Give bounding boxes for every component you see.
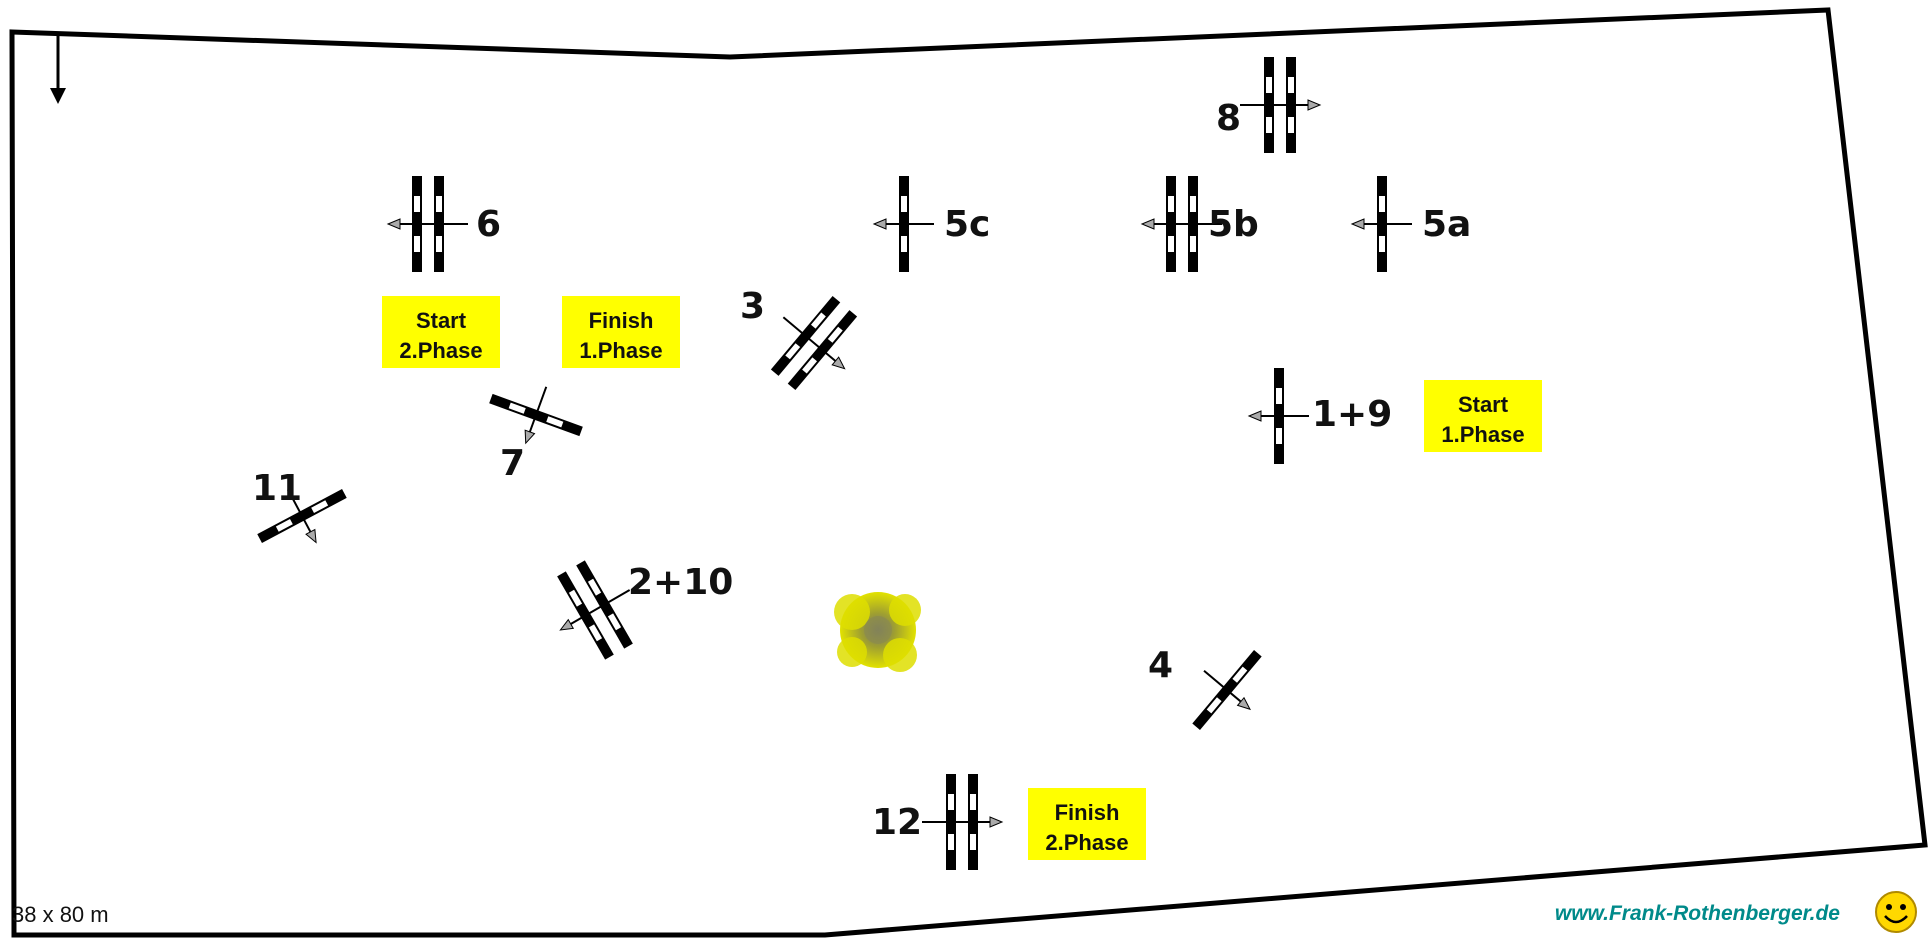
fence-pole-segment — [414, 236, 420, 252]
start-phase-2-line1: Start — [415, 308, 467, 333]
label-obstacle-5a: 5a — [1422, 204, 1471, 245]
obstacle-3 — [770, 295, 858, 391]
direction-arrow-line — [287, 489, 315, 538]
fence-pole-segment — [1168, 236, 1174, 252]
obstacle-12 — [922, 774, 1004, 870]
fence-pole-segment — [1168, 196, 1174, 212]
start-phase-2-line2: 2.Phase — [399, 338, 483, 363]
finish-phase-1-box: Finish 1.Phase — [562, 296, 680, 368]
fence-pole-segment — [948, 834, 954, 850]
obstacle-6 — [386, 176, 468, 272]
start-phase-2-box: Start 2.Phase — [382, 296, 500, 368]
label-obstacle-3: 3 — [740, 286, 765, 327]
fence-pole-segment — [1379, 196, 1385, 212]
fence-pole-segment — [1190, 236, 1196, 252]
direction-arrow-icon — [831, 356, 846, 370]
fence-pole-segment — [948, 794, 954, 810]
obstacle-11 — [257, 489, 347, 544]
fence-pole-segment — [1276, 388, 1282, 404]
smiley-icon — [1875, 891, 1917, 933]
arena-dimensions: 38 x 80 m — [12, 902, 109, 927]
fence-pole-segment — [568, 589, 583, 607]
fence-pole-segment — [546, 416, 564, 428]
fence-pole-segment — [1206, 697, 1222, 714]
fence-pole-segment — [414, 196, 420, 212]
obstacle-7 — [489, 386, 583, 445]
fence-pole-segment — [436, 236, 442, 252]
tree-icon — [834, 592, 921, 672]
fence-pole-segment — [901, 236, 907, 252]
fence-pole-segment — [587, 578, 602, 596]
fence-pole-segment — [1288, 77, 1294, 93]
direction-arrow-icon — [559, 618, 575, 631]
start-phase-1-box: Start 1.Phase — [1424, 380, 1542, 452]
fence-pole-segment — [508, 402, 526, 414]
start-phase-1-line1: Start — [1457, 392, 1509, 417]
label-obstacle-2-10: 2+10 — [628, 562, 733, 603]
fence-pole-segment — [970, 794, 976, 810]
arena-border — [9, 7, 1928, 938]
label-obstacle-4: 4 — [1148, 645, 1173, 686]
fence-pole-segment — [1266, 77, 1272, 93]
direction-arrow-icon — [1247, 410, 1262, 422]
label-obstacle-8: 8 — [1216, 98, 1241, 139]
entrance-arrow — [50, 36, 66, 104]
fence-pole-segment — [1190, 196, 1196, 212]
direction-arrow-icon — [1140, 218, 1155, 230]
finish-phase-2-line2: 2.Phase — [1045, 830, 1129, 855]
website-link[interactable]: www.Frank-Rothenberger.de — [1554, 902, 1840, 925]
finish-phase-2-line1: Finish — [1054, 800, 1120, 825]
label-obstacle-5c: 5c — [944, 204, 990, 245]
label-obstacle-1-9: 1+9 — [1312, 394, 1392, 435]
direction-arrow-line — [526, 386, 548, 438]
fence-pole-segment — [588, 624, 603, 642]
direction-arrow-line — [565, 589, 631, 628]
fence-pole-segment — [802, 357, 818, 374]
direction-arrow-icon — [989, 816, 1004, 828]
direction-arrow-icon — [1350, 218, 1365, 230]
obstacle-5a — [1350, 176, 1412, 272]
fence-pole-segment — [1276, 428, 1282, 444]
obstacle-8 — [1240, 57, 1322, 153]
direction-arrow-icon — [305, 528, 317, 544]
direction-arrow-icon — [386, 218, 401, 230]
fence-pole-segment — [275, 518, 293, 532]
finish-phase-1-line2: 1.Phase — [579, 338, 663, 363]
fence-pole-segment — [901, 196, 907, 212]
label-obstacle-6: 6 — [476, 204, 501, 245]
fence-pole-segment — [785, 343, 801, 360]
direction-arrow-icon — [1236, 696, 1251, 711]
obstacle-4 — [1192, 650, 1262, 730]
finish-phase-1-line1: Finish — [588, 308, 654, 333]
fence-pole-segment — [436, 196, 442, 212]
fence-pole-segment — [1232, 666, 1248, 683]
label-obstacle-5b: 5b — [1208, 204, 1259, 245]
fence-pole-segment — [1379, 236, 1385, 252]
fence-pole-segment — [970, 834, 976, 850]
finish-phase-2-box: Finish 2.Phase — [1028, 788, 1146, 860]
label-obstacle-7: 7 — [500, 443, 525, 484]
fence-pole-segment — [810, 312, 826, 329]
obstacle-5b — [1140, 176, 1222, 272]
fence-pole-segment — [1266, 117, 1272, 133]
fence-pole-segment — [827, 326, 843, 343]
obstacle-2-10 — [557, 560, 633, 660]
fence-pole-segment — [311, 500, 329, 514]
direction-arrow-icon — [524, 429, 536, 445]
label-obstacle-11: 11 — [252, 468, 302, 509]
direction-arrow-line — [1203, 669, 1247, 707]
direction-arrow-line — [782, 316, 841, 366]
obstacle-5c — [872, 176, 934, 272]
start-phase-1-line2: 1.Phase — [1441, 422, 1525, 447]
direction-arrow-icon — [1307, 99, 1322, 111]
fence-pole-segment — [607, 613, 622, 631]
direction-arrow-icon — [872, 218, 887, 230]
fence-pole-segment — [1288, 117, 1294, 133]
obstacle-1-9 — [1247, 368, 1309, 464]
label-obstacle-12: 12 — [872, 802, 922, 843]
